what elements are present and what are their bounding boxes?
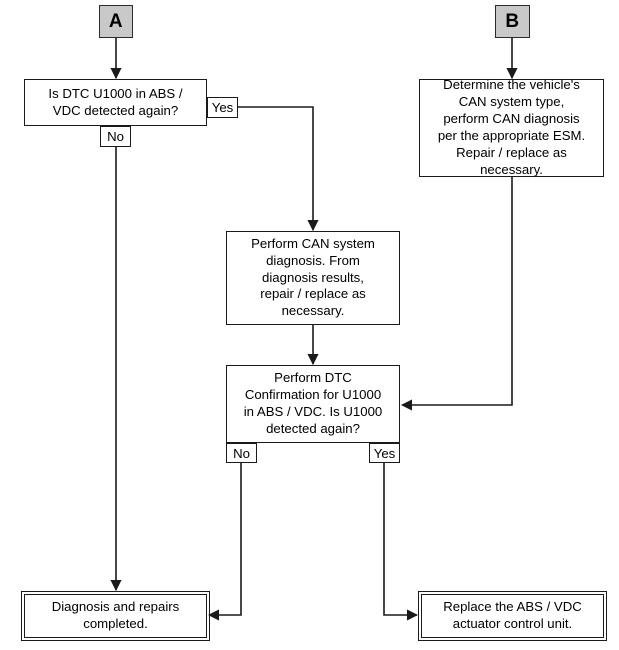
process-determine-can-system-type: Determine the vehicle's CAN system type,… [419,77,604,177]
terminal-diagnosis-and-repairs-completed: Diagnosis and repairs completed. [20,590,211,642]
decision-is-dtc-u1000-detected-label: Is DTC U1000 in ABS / VDC detected again… [48,85,183,118]
terminal-diagnosis-and-repairs-completed-label: Diagnosis and repairs completed. [51,599,180,631]
connector-tag-a-label: A [108,10,124,32]
branch-label-question-no-text: No [107,129,124,144]
branch-label-dtc-no-text: No [233,445,250,461]
branch-label-question-yes-text: Yes [211,100,234,115]
edge-dtc-yes-to-replace-actuator [383,462,419,621]
decision-perform-dtc-confirmation: Perform DTC Confirmation for U1000 in AB… [226,365,400,443]
connector-tag-b-label: B [505,10,520,32]
connector-tag-b: B [495,5,530,38]
edge-yes-to-can-diagnosis [238,106,319,232]
branch-label-dtc-no: No [226,443,257,463]
branch-label-question-yes: Yes [207,97,238,118]
terminal-replace-abs-vdc-actuator-label: Replace the ABS / VDC actuator control u… [443,599,582,631]
decision-perform-dtc-confirmation-label: Perform DTC Confirmation for U1000 in AB… [243,370,383,436]
process-determine-can-system-type-label: Determine the vehicle's CAN system type,… [437,77,586,177]
terminal-replace-abs-vdc-actuator: Replace the ABS / VDC actuator control u… [417,590,608,642]
process-perform-can-system-diagnosis: Perform CAN system diagnosis. From diagn… [226,231,400,325]
decision-is-dtc-u1000-detected: Is DTC U1000 in ABS / VDC detected again… [24,79,207,126]
edge-dtc-no-to-diagnosis-complete [207,462,242,621]
branch-label-question-no: No [100,126,131,147]
connector-tag-a: A [99,5,133,38]
branch-label-dtc-yes: Yes [369,443,400,463]
edge-determine-can-to-dtc-confirm [400,177,513,411]
branch-label-dtc-yes-text: Yes [373,445,396,461]
process-perform-can-system-diagnosis-label: Perform CAN system diagnosis. From diagn… [251,235,375,319]
